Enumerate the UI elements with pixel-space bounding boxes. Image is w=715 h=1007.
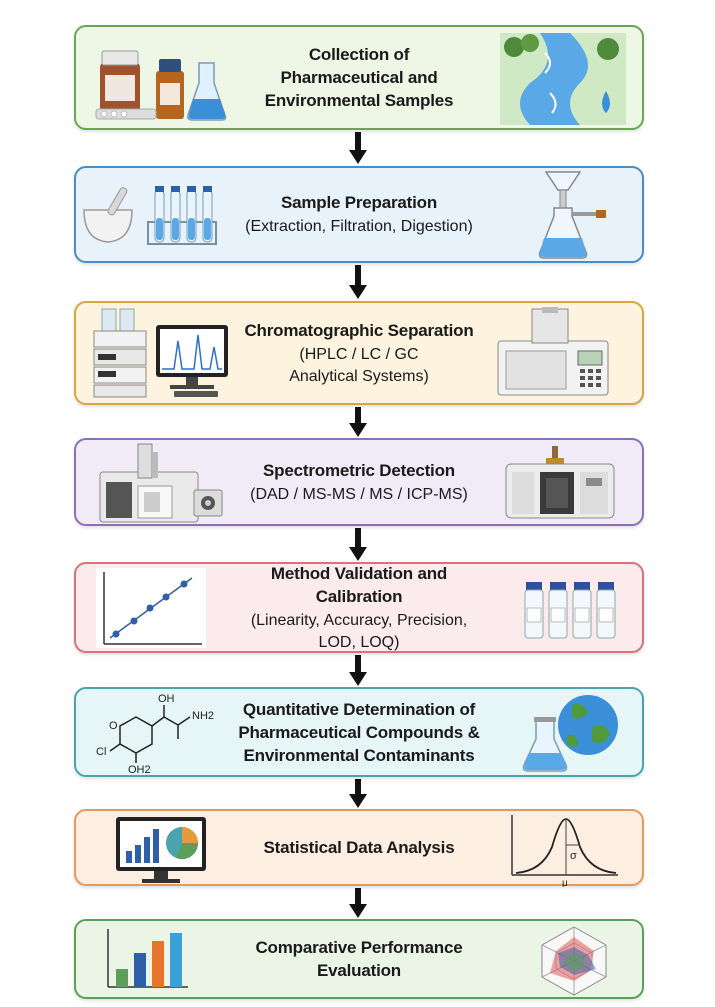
- arrow-down-icon: [349, 779, 367, 808]
- arrow-down-icon: [349, 265, 367, 299]
- filtration-flask-icon: [536, 168, 608, 262]
- step-8-title: Comparative Performance Evaluation: [255, 938, 463, 980]
- step-4-subtitle: (DAD / MS-MS / MS / ICP-MS): [250, 485, 468, 503]
- medicine-bottles-icon: [94, 33, 234, 125]
- step-2-title: Sample Preparation: [280, 193, 438, 212]
- step-3-text: Chromatographic Separation (HPLC / LC / …: [226, 303, 492, 403]
- oh-label: OH: [158, 693, 175, 705]
- step-spectrometric-detection: Spectrometric Detection (DAD / MS-MS / M…: [74, 438, 644, 526]
- mass-spectrometer-icon: [98, 442, 228, 524]
- step-5-subtitle: (Linearity, Accuracy, Precision, LOD, LO…: [250, 611, 468, 651]
- step-1-title: Collection of Pharmaceutical and Environ…: [264, 45, 454, 110]
- step-4-text: Spectrometric Detection (DAD / MS-MS / M…: [226, 440, 492, 524]
- step-6-text: Quantitative Determination of Pharmaceut…: [226, 689, 492, 775]
- sample-vials-icon: [522, 582, 618, 642]
- oh2-label: OH2: [128, 764, 151, 775]
- step-3-title: Chromatographic Separation: [244, 320, 474, 340]
- step-3-subtitle: (HPLC / LC / GC Analytical Systems): [289, 345, 429, 385]
- step-5-text: Method Validation and Calibration (Linea…: [226, 564, 492, 651]
- normal-distribution-icon: σ μ: [506, 813, 622, 887]
- step-chromatographic-separation: Chromatographic Separation (HPLC / LC / …: [74, 301, 644, 405]
- step-sample-preparation: Sample Preparation (Extraction, Filtrati…: [74, 166, 644, 263]
- radar-chart-icon: [534, 923, 614, 997]
- monitor-charts-icon: [114, 815, 210, 885]
- arrow-down-icon: [349, 132, 367, 164]
- bar-chart-icon: [104, 927, 190, 991]
- step-1-text: Collection of Pharmaceutical and Environ…: [226, 27, 492, 128]
- arrow-down-icon: [349, 888, 367, 918]
- flask-globe-icon: [522, 691, 622, 773]
- icp-ms-instrument-icon: [504, 444, 616, 520]
- chemical-structure-icon: OH NH2 O Cl OH2: [96, 689, 216, 775]
- step-quantitative-determination: OH NH2 O Cl OH2 Quantitative Determinati…: [74, 687, 644, 777]
- river-water-icon: [500, 33, 626, 125]
- arrow-down-icon: [349, 407, 367, 437]
- sigma-label: σ: [570, 850, 577, 862]
- gc-instrument-icon: [494, 305, 624, 397]
- arrow-down-icon: [349, 655, 367, 686]
- step-sample-collection: Collection of Pharmaceutical and Environ…: [74, 25, 644, 130]
- step-2-text: Sample Preparation (Extraction, Filtrati…: [226, 168, 492, 261]
- nh2-label: NH2: [192, 710, 214, 722]
- step-6-title: Quantitative Determination of Pharmaceut…: [238, 699, 480, 765]
- step-8-text: Comparative Performance Evaluation: [226, 921, 492, 997]
- mortar-test-tubes-icon: [82, 182, 222, 252]
- o-label: O: [109, 720, 118, 732]
- cl-label: Cl: [96, 746, 106, 758]
- step-comparative-evaluation: Comparative Performance Evaluation: [74, 919, 644, 999]
- mu-label: μ: [562, 878, 568, 887]
- step-method-validation: Method Validation and Calibration (Linea…: [74, 562, 644, 653]
- step-7-title: Statistical Data Analysis: [263, 838, 455, 857]
- step-statistical-analysis: Statistical Data Analysis σ μ: [74, 809, 644, 887]
- step-4-title: Spectrometric Detection: [263, 460, 455, 480]
- step-5-title: Method Validation and Calibration: [270, 563, 448, 606]
- arrow-down-icon: [349, 528, 367, 561]
- calibration-curve-icon: [96, 568, 206, 648]
- step-2-subtitle: (Extraction, Filtration, Digestion): [245, 218, 473, 235]
- step-7-text: Statistical Data Analysis: [226, 811, 492, 884]
- hplc-system-icon: [90, 307, 240, 401]
